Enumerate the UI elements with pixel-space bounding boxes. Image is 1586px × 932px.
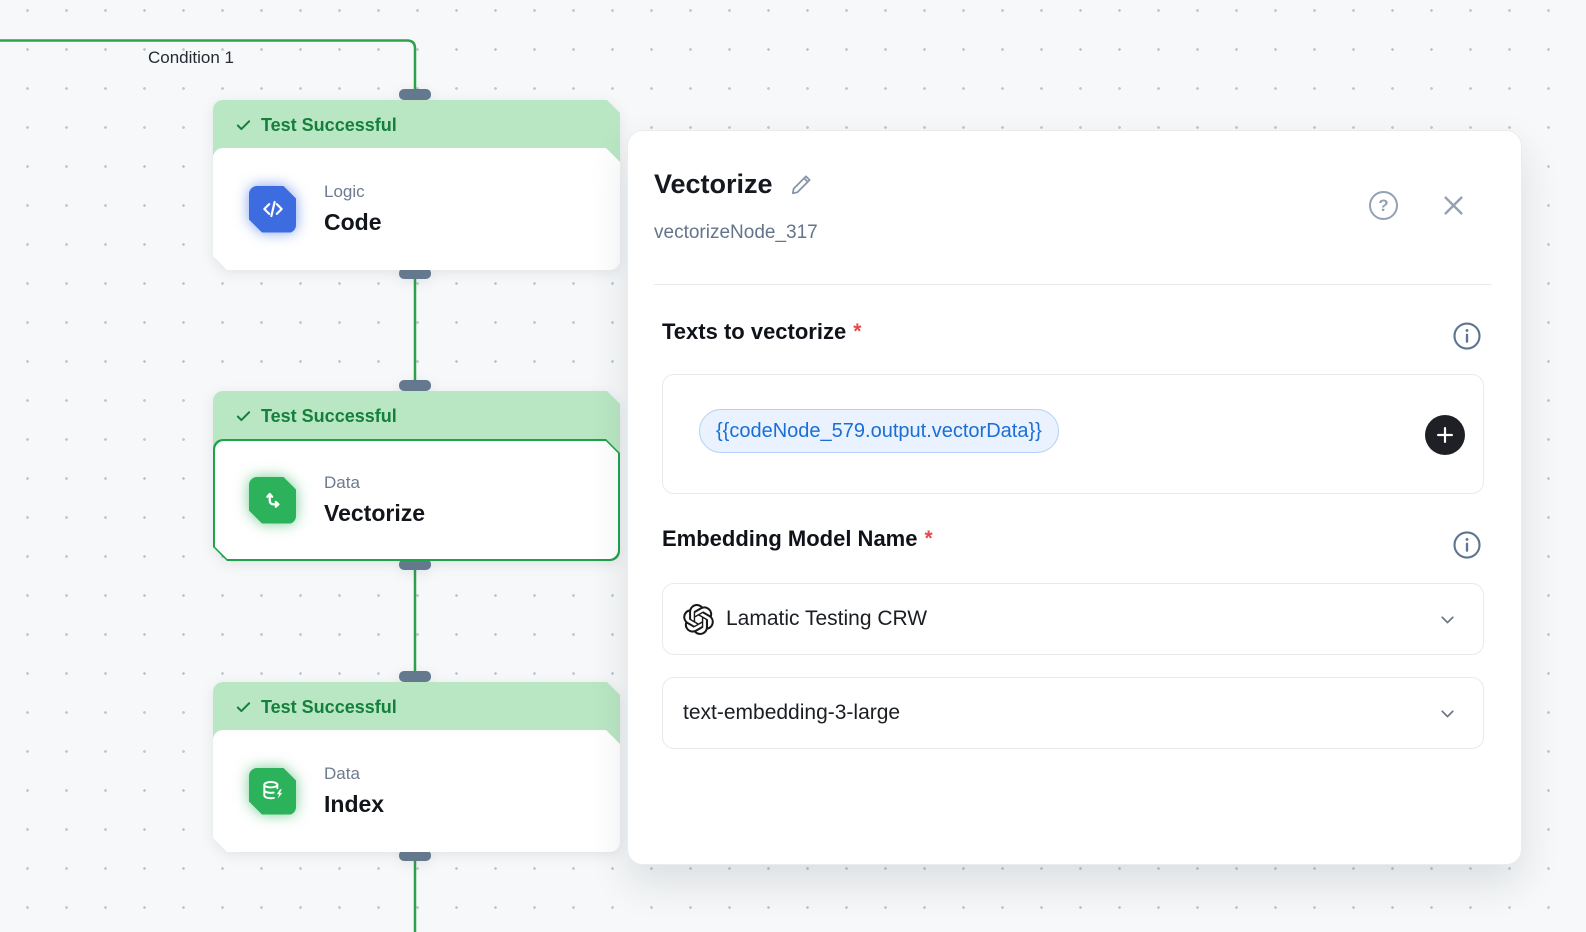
node-input-handle[interactable] [399, 89, 431, 100]
add-text-button[interactable] [1425, 415, 1465, 455]
panel-title: Vectorize [654, 169, 773, 199]
info-icon [1453, 322, 1481, 350]
node-code[interactable]: Test Successful Logic Code [213, 89, 620, 279]
node-output-handle[interactable] [399, 268, 431, 279]
model-dropdown[interactable]: text-embedding-3-large [662, 677, 1484, 749]
texts-to-vectorize-label: Texts to vectorize [662, 319, 847, 344]
header-divider [654, 284, 1492, 285]
node-vectorize[interactable]: Test Successful Data Vectorize [213, 380, 620, 570]
provider-dropdown[interactable]: Lamatic Testing CRW [662, 583, 1484, 655]
vectorize-icon [249, 477, 296, 524]
node-name: Code [324, 209, 382, 235]
embedding-info-button[interactable] [1452, 530, 1482, 560]
node-output-handle[interactable] [399, 559, 431, 570]
info-icon [1453, 531, 1481, 559]
code-icon [249, 186, 296, 233]
close-icon [1444, 196, 1463, 215]
status-badge-label: Test Successful [261, 114, 397, 135]
question-icon: ? [1369, 191, 1398, 220]
check-icon [235, 408, 252, 425]
texts-to-vectorize-field[interactable]: {{codeNode_579.output.vectorData}} [662, 374, 1484, 494]
node-config-panel: Vectorize vectorizeNode_317 ? Texts to v… [627, 130, 1522, 865]
close-button[interactable] [1440, 192, 1467, 219]
node-input-handle[interactable] [399, 380, 431, 391]
node-input-handle[interactable] [399, 671, 431, 682]
database-icon [249, 768, 296, 815]
help-button[interactable]: ? [1369, 191, 1398, 220]
texts-info-button[interactable] [1452, 321, 1482, 351]
edit-pencil-icon[interactable] [789, 172, 814, 197]
status-badge-label: Test Successful [261, 405, 397, 426]
node-name: Vectorize [324, 500, 425, 526]
chevron-down-icon [1441, 615, 1454, 623]
required-marker: * [924, 527, 933, 550]
required-marker: * [853, 320, 862, 343]
status-badge-label: Test Successful [261, 696, 397, 717]
node-index[interactable]: Test Successful Data Index [213, 671, 620, 861]
chevron-down-icon [1441, 709, 1454, 717]
node-name: Index [324, 791, 385, 817]
embedding-model-label: Embedding Model Name [662, 526, 918, 551]
node-category: Data [324, 473, 360, 492]
plus-icon [1437, 427, 1453, 443]
variable-pill[interactable]: {{codeNode_579.output.vectorData}} [699, 409, 1059, 453]
node-output-handle[interactable] [399, 850, 431, 861]
openai-logo-icon [683, 603, 714, 635]
node-category: Data [324, 764, 360, 783]
node-category: Logic [324, 182, 365, 201]
model-value: text-embedding-3-large [683, 701, 901, 724]
check-icon [235, 117, 252, 134]
provider-value: Lamatic Testing CRW [726, 607, 928, 630]
edge-label-condition: Condition 1 [148, 48, 235, 67]
node-id-label: vectorizeNode_317 [654, 222, 818, 243]
check-icon [235, 699, 252, 716]
